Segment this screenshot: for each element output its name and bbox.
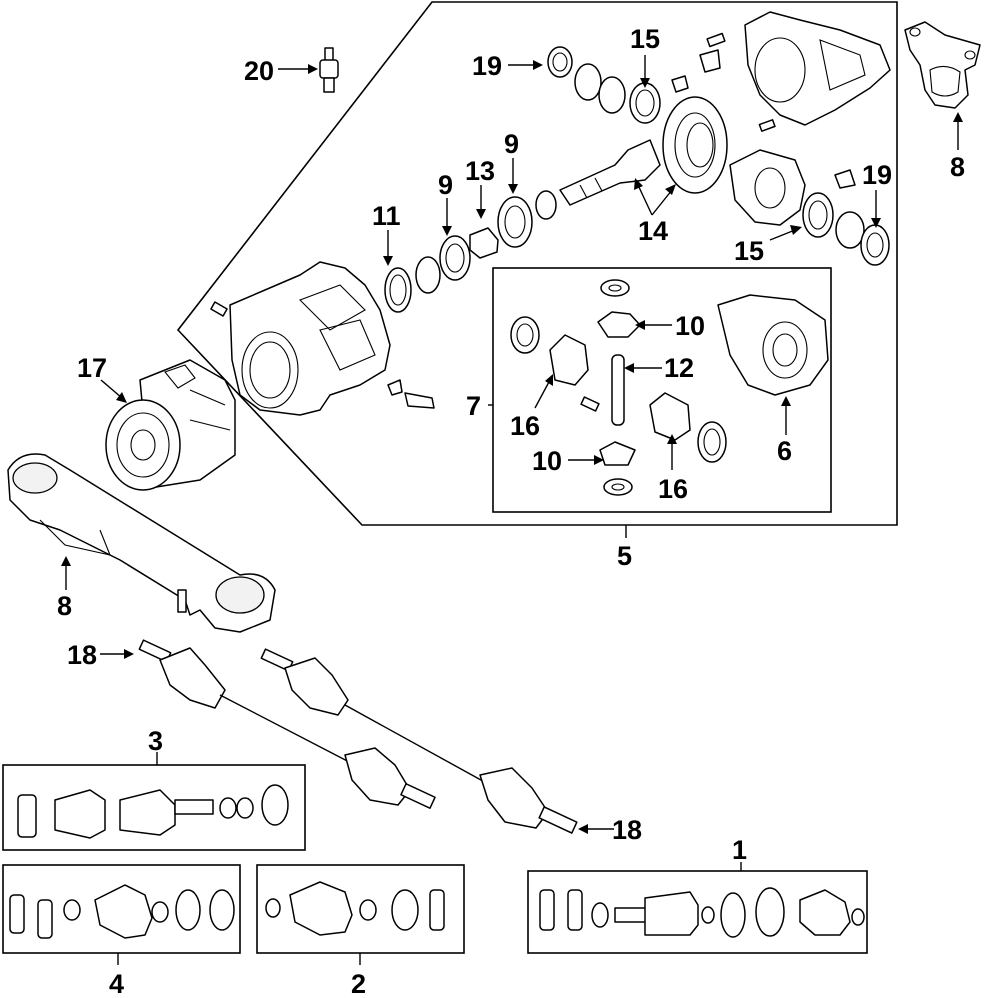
callout-16-left: 16 bbox=[510, 411, 540, 441]
callout-6: 6 bbox=[777, 436, 792, 466]
kit-3-boot-and-joint-parts bbox=[17, 784, 289, 839]
callout-18-right: 18 bbox=[612, 815, 642, 845]
differential-carrier-housing bbox=[210, 261, 435, 416]
differential-case-cover bbox=[744, 11, 891, 132]
inner-differential-gears bbox=[510, 279, 829, 496]
callout-10-bottom: 10 bbox=[532, 446, 562, 476]
callout-20: 20 bbox=[244, 56, 274, 86]
callout-1: 1 bbox=[732, 835, 747, 865]
callout-11: 11 bbox=[372, 201, 401, 231]
callout-15-top: 15 bbox=[630, 24, 660, 54]
kit-2-boot-parts bbox=[265, 881, 445, 936]
ring-and-pinion-gear bbox=[559, 96, 728, 206]
part-8-mount-bracket bbox=[904, 21, 981, 109]
callout-14: 14 bbox=[638, 216, 668, 246]
callout-5: 5 bbox=[617, 541, 632, 571]
differential-case-upper bbox=[729, 149, 890, 266]
callout-13: 13 bbox=[465, 156, 495, 186]
callout-19-top: 19 bbox=[472, 51, 502, 81]
part-17-motor bbox=[105, 359, 236, 491]
callout-19-right: 19 bbox=[862, 160, 892, 190]
callout-8-top: 8 bbox=[950, 152, 965, 182]
callout-2: 2 bbox=[351, 969, 366, 998]
differential-inner-kit-frame bbox=[492, 267, 832, 513]
callout-12: 12 bbox=[664, 353, 694, 383]
kit-4-frame bbox=[2, 864, 241, 954]
kit-4-boot-parts bbox=[9, 884, 235, 939]
kit-1-joint-parts bbox=[539, 887, 865, 938]
callout-3: 3 bbox=[148, 726, 163, 756]
part-8-crossmember bbox=[7, 453, 276, 633]
kit-3-frame bbox=[2, 764, 306, 851]
callout-18-left: 18 bbox=[67, 640, 97, 670]
axle-shaft-left bbox=[138, 639, 436, 809]
callout-17: 17 bbox=[77, 353, 107, 383]
callout-8-left: 8 bbox=[57, 591, 72, 621]
callout-7: 7 bbox=[466, 391, 481, 421]
callout-9-left: 9 bbox=[438, 170, 453, 200]
kit-1-frame bbox=[527, 870, 868, 954]
leader-lines bbox=[61, 55, 963, 965]
part-20-sensor bbox=[319, 47, 339, 93]
rear-differential-assembly-frame bbox=[176, 1, 898, 526]
axle-shaft-right bbox=[260, 648, 578, 834]
callout-9-right: 9 bbox=[504, 129, 519, 159]
callout-10-top: 10 bbox=[675, 311, 705, 341]
callout-4: 4 bbox=[109, 969, 124, 998]
callout-15-right: 15 bbox=[734, 236, 764, 266]
pinion-bearing-stack bbox=[384, 190, 557, 313]
callout-16-right: 16 bbox=[658, 474, 688, 504]
